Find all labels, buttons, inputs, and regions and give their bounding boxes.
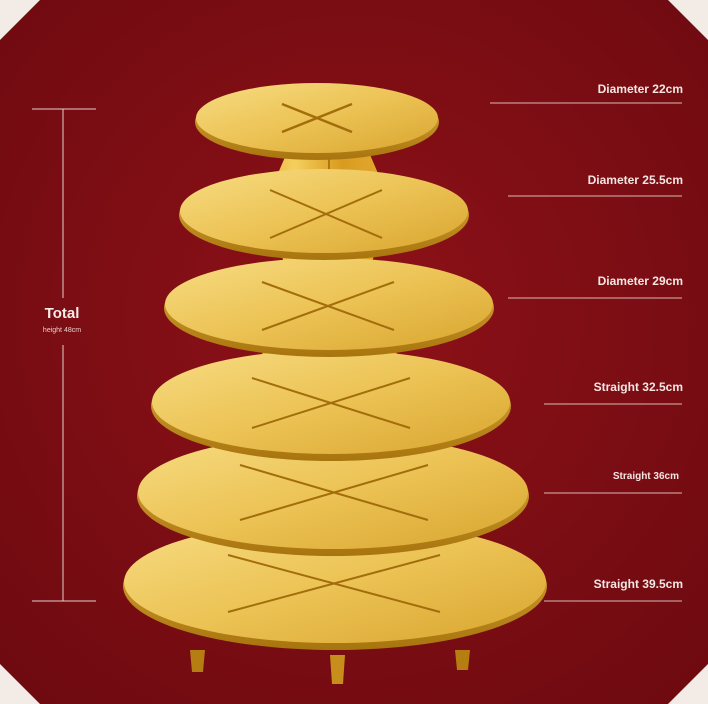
tier-2-label: Diameter 25.5cm xyxy=(587,173,683,187)
total-height-bracket xyxy=(32,108,96,602)
tier-4-plate xyxy=(151,350,511,461)
tier-2-plate xyxy=(179,169,469,260)
dimension-callout-lines xyxy=(490,102,682,602)
tier-6-plate xyxy=(123,521,547,650)
total-height-title: Total xyxy=(44,305,80,322)
total-height-subtitle: height 48cm xyxy=(42,327,82,334)
tier-5-plate xyxy=(137,435,529,556)
stand-base-legs xyxy=(190,650,470,684)
tier-5-label: Straight 36cm xyxy=(612,471,679,482)
tier-4-label: Straight 32.5cm xyxy=(593,380,683,394)
tier-3-label: Diameter 29cm xyxy=(597,274,683,288)
tier-3-plate xyxy=(164,258,494,357)
tier-1-plate xyxy=(195,83,439,160)
tier-6-label: Straight 39.5cm xyxy=(593,577,683,591)
tier-1-label: Diameter 22cm xyxy=(597,82,683,96)
